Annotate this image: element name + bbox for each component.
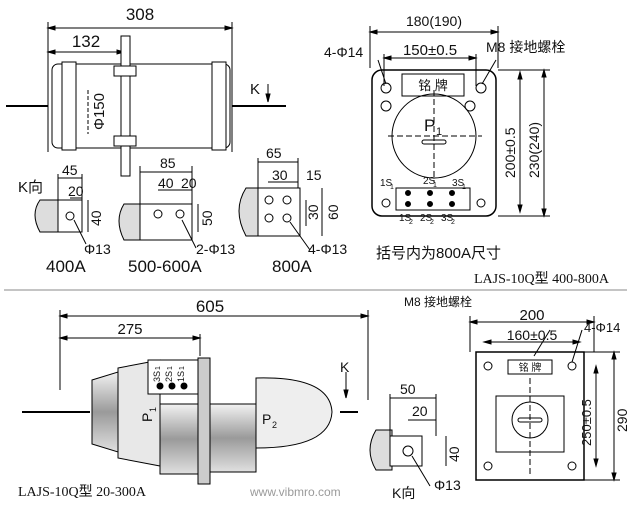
bottom-p2-sub: 2: [272, 420, 277, 430]
bdetail-k-direction: K向: [392, 485, 415, 501]
top-overall-length: 308: [126, 5, 154, 24]
terminal-label: 2S: [420, 213, 433, 224]
bottom-dim-290: 290: [614, 408, 630, 432]
d400-dim-40: 40: [88, 210, 104, 226]
d400-dim-20: 20: [68, 183, 84, 199]
terminal-sub: 1: [179, 366, 186, 370]
bottom-model-caption: LAJS-10Q型 20-300A: [18, 484, 147, 500]
terminal-label: 3S: [452, 178, 465, 189]
terminal-label: 3S: [441, 213, 454, 224]
d500-dim-40: 40: [158, 175, 174, 191]
top-nameplate: 铭 牌: [418, 78, 448, 93]
d400-label: 400A: [46, 257, 86, 276]
bottom-terminal-distance: 275: [117, 321, 142, 338]
bottom-hole-spacing: 160±0.5: [507, 327, 558, 343]
d800-dim-65: 65: [266, 145, 282, 161]
top-front-view: [368, 26, 550, 218]
terminal-label: 1S: [176, 371, 186, 382]
d500-dim-85: 85: [160, 155, 176, 171]
top-ground-bolt: M8 接地螺栓: [486, 39, 565, 55]
top-note: 括号内为800A尺寸: [376, 245, 501, 262]
bdetail-hole: Φ13: [434, 477, 461, 493]
bdetail-dim-40: 40: [446, 446, 462, 462]
top-p1-label: P: [424, 116, 435, 135]
d500-hole: 2-Φ13: [196, 241, 235, 257]
bottom-k-marker: K: [340, 359, 350, 375]
top-k-marker: K: [250, 81, 260, 98]
d800-hole: 4-Φ13: [308, 241, 347, 257]
d500-label: 500-600A: [128, 257, 202, 276]
top-dim-230: 230(240): [526, 122, 542, 178]
terminal-label: 1S: [380, 178, 393, 189]
top-holes-label: 4-Φ14: [324, 44, 363, 60]
top-side-view: [6, 22, 286, 177]
d800-dim-30b: 30: [305, 204, 321, 220]
d800-dim-15: 15: [306, 167, 322, 183]
d800-label: 800A: [272, 257, 312, 276]
bottom-ground-bolt: M8 接地螺栓: [404, 294, 472, 309]
bottom-detail: [369, 394, 447, 487]
top-model-caption: LAJS-10Q型 400-800A: [474, 271, 610, 287]
d400-dim-45: 45: [62, 162, 78, 178]
terminal-label: 1S: [399, 213, 412, 224]
terminal-sub: 1: [390, 184, 394, 191]
bottom-side-view: [22, 310, 370, 485]
bottom-nameplate: 铭 牌: [519, 361, 542, 374]
top-body-diameter: Φ150: [91, 93, 108, 130]
d400-hole: Φ13: [84, 241, 111, 257]
watermark: www.vibmro.com: [249, 485, 341, 499]
d800-dim-60: 60: [325, 204, 341, 220]
top-flange-distance: 132: [72, 32, 100, 51]
terminal-label: 2S: [164, 371, 174, 382]
terminal-sub: 2: [451, 219, 455, 226]
d500-dim-50: 50: [199, 210, 215, 226]
top-details: [34, 158, 323, 251]
bottom-overall-length: 605: [196, 297, 224, 316]
d500-dim-20: 20: [181, 175, 197, 191]
top-dim-200: 200±0.5: [502, 127, 518, 178]
top-hole-spacing: 150±0.5: [403, 42, 457, 59]
bdetail-dim-50: 50: [400, 381, 416, 397]
bottom-outer-width: 200: [519, 307, 544, 324]
terminal-sub: 2: [430, 219, 434, 226]
terminal-label: 2S: [423, 176, 436, 187]
terminal-sub: 1: [167, 366, 174, 370]
top-outer-width: 180(190): [406, 13, 462, 29]
terminal-sub: 1: [462, 184, 466, 191]
bottom-p2-label: P: [262, 411, 271, 427]
bottom-terminal-block-labels: 3S 2S 1S 1 1 1: [152, 366, 186, 382]
terminal-sub: 1: [155, 366, 162, 370]
top-p1-sub: 1: [436, 126, 442, 138]
bottom-holes-label: 4-Φ14: [584, 320, 620, 335]
bottom-p1-label: P: [139, 413, 155, 422]
top-k-direction: K向: [18, 179, 43, 196]
d800-dim-30a: 30: [272, 167, 288, 183]
bottom-front-view: [468, 316, 620, 482]
terminal-sub: 2: [409, 219, 413, 226]
bottom-dim-250: 250±0.5: [579, 399, 594, 446]
terminal-label: 3S: [152, 371, 162, 382]
bdetail-dim-20: 20: [412, 403, 428, 419]
bottom-p1-sub: 1: [148, 407, 158, 412]
terminal-sub: 1: [433, 182, 437, 189]
top-terminal-labels: 1S 1 2S 1 3S 1 1S 2 2S 2 3S 2: [380, 176, 466, 226]
